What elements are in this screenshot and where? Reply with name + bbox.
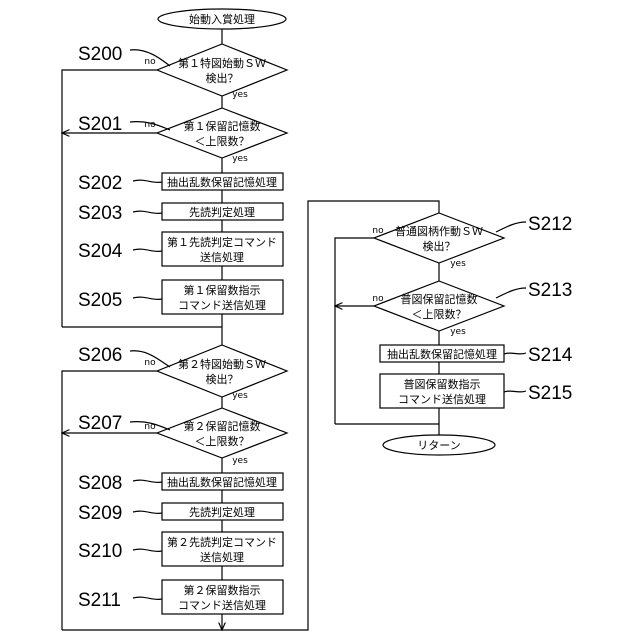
process-s215-line1: 普図保留数指示 — [404, 377, 481, 391]
branch-no-s206: no — [144, 358, 156, 368]
decision-s200-line2: 検出？ — [206, 71, 239, 85]
process-s205-line2: コマンド送信処理 — [178, 298, 266, 312]
decision-s212 — [374, 213, 504, 263]
step-label-s203: S203 — [78, 203, 122, 224]
leader-s202 — [133, 180, 162, 182]
branch-yes-s207: yes — [232, 456, 248, 466]
leader-s209 — [133, 511, 162, 513]
branch-no-s212: no — [372, 226, 384, 236]
leader-s210 — [133, 549, 162, 551]
step-label-s210: S210 — [78, 541, 122, 562]
leader-s214 — [504, 353, 526, 354]
process-s203-text: 先読判定処理 — [189, 205, 255, 219]
decision-s213-line1: 普図保留記憶数 — [401, 292, 478, 306]
step-label-s213: S213 — [528, 280, 572, 301]
process-s205-line1: 第１保留数指示 — [184, 283, 261, 297]
decision-s207-line1: 第２保留記憶数 — [184, 419, 261, 433]
leader-s205 — [133, 297, 162, 299]
process-s204-line2: 送信処理 — [200, 250, 244, 264]
decision-s200 — [157, 44, 287, 96]
branch-yes-s206: yes — [232, 391, 248, 401]
leader-s213 — [496, 288, 526, 298]
process-s202-text: 抽出乱数保留記憶処理 — [167, 175, 277, 189]
decision-s212-line1: 普通図柄作動ＳＷ — [395, 224, 483, 238]
branch-yes-s200: yes — [232, 90, 248, 100]
process-s210-line1: 第２先読判定コマンド — [167, 535, 277, 549]
branch-yes-s201: yes — [232, 154, 248, 164]
decision-s207 — [157, 408, 287, 458]
step-label-s204: S204 — [78, 241, 123, 262]
decision-s206-line1: 第２特図始動ＳＷ — [178, 357, 266, 371]
branch-yes-s212: yes — [450, 259, 466, 269]
leader-s204 — [133, 249, 162, 251]
decision-s213-line2: ＜上限数？ — [412, 308, 467, 321]
step-label-s215: S215 — [528, 383, 572, 404]
process-s214-text: 抽出乱数保留記憶処理 — [387, 347, 497, 361]
branch-no-s213: no — [372, 294, 384, 304]
process-s215-line2: コマンド送信処理 — [398, 392, 486, 406]
leader-s208 — [133, 480, 162, 482]
leader-s203 — [133, 211, 162, 213]
end-terminal-label: リターン — [417, 439, 460, 452]
decision-s206-line2: 検出？ — [206, 372, 239, 386]
step-label-s202: S202 — [78, 173, 122, 194]
decision-s207-line2: ＜上限数？ — [195, 435, 250, 448]
leader-s215 — [504, 391, 526, 392]
decision-s201-line1: 第１保留記憶数 — [184, 119, 261, 133]
decision-s206 — [157, 345, 287, 397]
branch-no-s200: no — [144, 57, 156, 67]
step-label-s205: S205 — [78, 290, 122, 311]
step-label-s209: S209 — [78, 503, 122, 524]
leader-s212 — [496, 222, 526, 232]
process-s210-line2: 送信処理 — [200, 550, 244, 564]
no-path-s200 — [62, 70, 157, 327]
step-label-s214: S214 — [528, 345, 573, 366]
decision-s200-line1: 第１特図始動ＳＷ — [178, 56, 266, 70]
step-label-s207: S207 — [78, 413, 122, 434]
step-label-s208: S208 — [78, 473, 122, 494]
decision-s213 — [374, 281, 504, 331]
process-s211-line2: コマンド送信処理 — [178, 598, 266, 612]
branch-no-s201: no — [144, 120, 156, 130]
leader-s211 — [133, 597, 162, 599]
decision-s201-line2: ＜上限数？ — [195, 135, 250, 148]
process-s211-line1: 第２保留数指示 — [184, 583, 261, 597]
step-label-s211: S211 — [78, 590, 121, 611]
step-label-s212: S212 — [528, 214, 572, 235]
step-label-s206: S206 — [78, 345, 122, 366]
decision-s201 — [157, 108, 287, 158]
process-s209-text: 先読判定処理 — [189, 505, 255, 519]
process-s204-line1: 第１先読判定コマンド — [167, 235, 277, 249]
branch-yes-s213: yes — [450, 327, 466, 337]
start-terminal-label: 始動入賞処理 — [189, 12, 255, 26]
process-s208-text: 抽出乱数保留記憶処理 — [167, 475, 277, 489]
step-label-s201: S201 — [78, 114, 122, 135]
no-path-s212 — [335, 238, 374, 424]
step-label-s200: S200 — [78, 44, 122, 65]
decision-s212-line2: 検出？ — [423, 239, 456, 253]
